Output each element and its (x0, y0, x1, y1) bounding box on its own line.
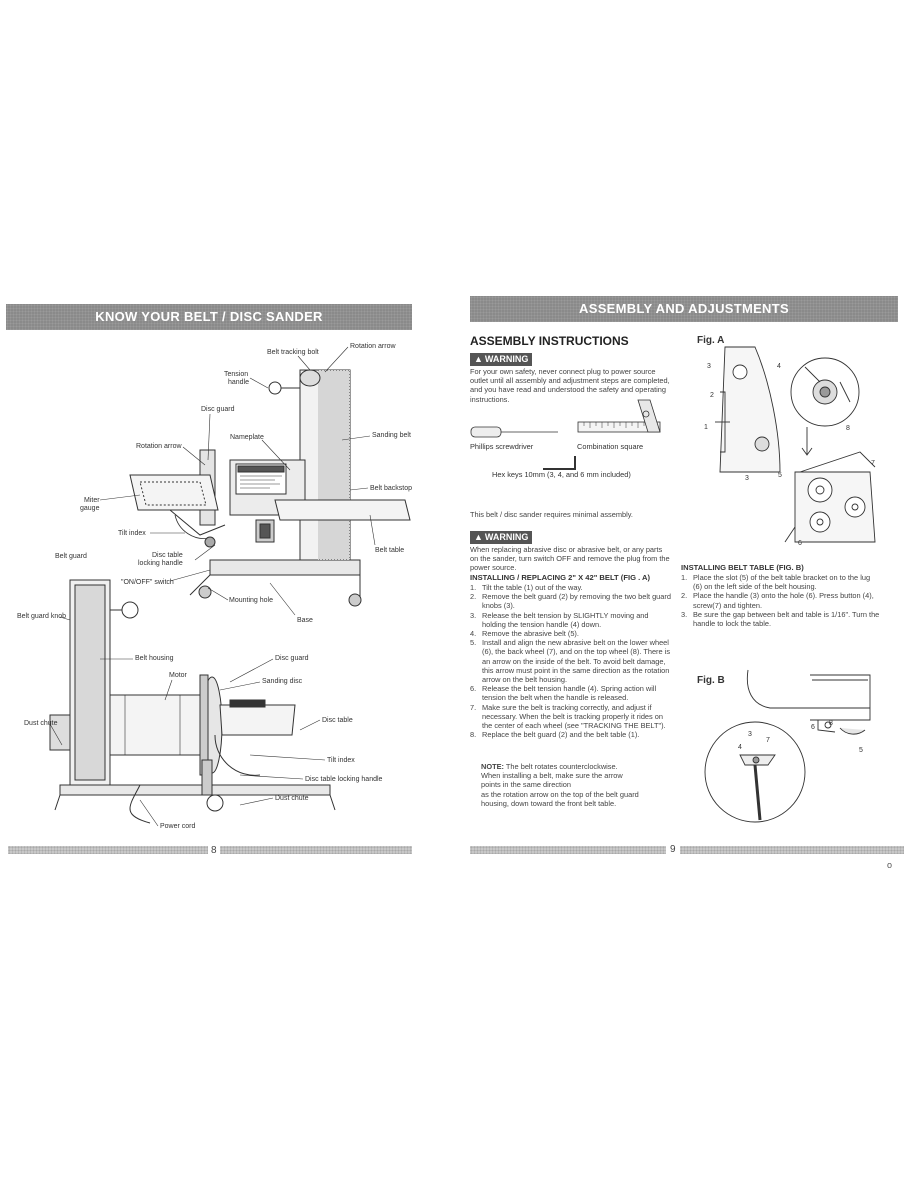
label-tilt-index-bottom: Tilt index (327, 757, 355, 764)
note-line-4: as the rotation arrow on the top of the … (481, 789, 639, 799)
left-footer-bar-left (8, 846, 208, 854)
fig-b-num-8: 8 (829, 720, 833, 727)
warning-label-1: WARNING (484, 354, 529, 364)
left-page-banner: KNOW YOUR BELT / DISC SANDER (6, 304, 412, 330)
label-phillips: Phillips screwdriver (470, 442, 534, 451)
warning-text-1: For your own safety, never connect plug … (470, 367, 670, 404)
left-page-number: 8 (211, 845, 217, 856)
right-footer-bar-right (680, 846, 904, 854)
step-5: 5.Install and align the new abrasive bel… (470, 638, 671, 685)
label-disc-table: Disc table (322, 717, 353, 724)
label-belt-guard-top: Belt guard (55, 553, 87, 560)
install-belt-steps: 1.Tilt the table (1) out of the way. 2.R… (470, 583, 673, 739)
label-sanding-belt: Sanding belt (372, 432, 411, 439)
label-tilt-index-top: Tilt index (118, 530, 146, 537)
label-belt-guard-knob: Belt guard knob (17, 613, 67, 620)
fig-a-num-7: 7 (871, 460, 875, 467)
warning-triangle-icon-2: ▲ (474, 532, 483, 542)
label-disc-table-locking-2: locking handle (138, 560, 183, 567)
belt-table-steps: 1.Place the slot (5) of the belt table b… (681, 573, 881, 628)
step-8: 8.Replace the belt guard (2) and the bel… (470, 730, 640, 740)
fig-a-num-2: 2 (710, 392, 714, 399)
label-base: Base (297, 617, 313, 624)
combination-square-icon (577, 399, 661, 433)
fig-b-label: Fig. B (697, 675, 725, 686)
fig-a-num-4: 4 (777, 363, 781, 370)
step-2: 2.Remove the belt guard (2) by removing … (470, 592, 671, 611)
corner-mark: o (887, 860, 893, 870)
belt-table-step-1: 1.Place the slot (5) of the belt table b… (681, 573, 871, 592)
label-disc-guard-top: Disc guard (201, 406, 235, 413)
fig-b-num-7: 7 (766, 737, 770, 744)
step-1: 1.Tilt the table (1) out of the way. (470, 583, 583, 592)
fig-b-num-6: 6 (811, 724, 815, 731)
note-line-1: The belt rotates counterclockwise. (505, 762, 618, 771)
step-4: 4.Remove the abrasive belt (5). (470, 629, 579, 639)
label-mounting-hole: Mounting hole (229, 597, 273, 604)
right-page-number: 9 (670, 844, 676, 855)
warning-label-2: WARNING (484, 532, 529, 542)
fig-a-num-8: 8 (846, 425, 850, 432)
fig-a-num-6: 6 (798, 540, 802, 547)
label-miter-gauge-2: gauge (80, 505, 100, 512)
fig-b-diagram (704, 669, 871, 823)
label-belt-backstop: Belt backstop (370, 485, 413, 492)
fig-b-num-4: 4 (738, 744, 742, 751)
note-line-3: points in the same direction (481, 780, 571, 790)
sander-side-diagram (49, 579, 336, 824)
step-3: 3.Release the belt tension by SLIGHTLY m… (470, 610, 649, 629)
label-disc-table-locking-1: Disc table (152, 552, 183, 559)
hex-key-icon (543, 456, 576, 470)
label-tension-handle-1: Tension (224, 371, 249, 378)
label-rotation-arrow-left: Rotation arrow (136, 443, 182, 450)
fig-a-num-5: 5 (778, 472, 782, 479)
fig-b-num-3: 3 (748, 731, 752, 738)
label-on-off-switch: "ON/OFF" switch (121, 579, 174, 586)
label-rotation-arrow-top: Rotation arrow (350, 343, 396, 350)
label-dust-chute-right: Dust chute (275, 795, 309, 802)
belt-table-step-3: 3.Be sure the gap between belt and table… (681, 609, 880, 629)
label-disc-table-locking-handle: Disc table locking handle (305, 776, 383, 783)
label-belt-table: Belt table (375, 547, 405, 554)
label-hex-keys: Hex keys 10mm (3, 4, and 6 mm included) (492, 470, 631, 479)
label-dust-chute-left: Dust chute (24, 720, 58, 727)
sander-overview-diagram (129, 369, 411, 607)
belt-table-step-2: 2.Place the handle (3) onto the hole (6)… (681, 591, 874, 610)
label-tension-handle-2: handle (228, 379, 250, 386)
warning-badge-1: ▲WARNING (470, 353, 533, 366)
label-motor: Motor (169, 672, 187, 679)
warning-badge-2: ▲WARNING (470, 531, 533, 544)
note-line-5: housing, down toward the front belt tabl… (481, 798, 617, 808)
belt-table-heading: INSTALLING BELT TABLE (FIG. B) (681, 563, 804, 572)
warning-triangle-icon: ▲ (474, 354, 483, 364)
assembly-heading: ASSEMBLY INSTRUCTIONS (470, 334, 629, 348)
fig-a-num-3a: 3 (707, 363, 711, 370)
phillips-screwdriver-icon (470, 426, 558, 438)
right-footer-bar-left (470, 846, 666, 854)
fig-a-diagram (715, 346, 876, 543)
fig-a-num-3b: 3 (745, 475, 749, 482)
label-disc-guard-bottom: Disc guard (275, 655, 309, 662)
note-label: NOTE: (481, 762, 504, 771)
minimal-assembly-text: This belt / disc sander requires minimal… (470, 510, 633, 519)
step-6: 6.Release the belt tension handle (4). S… (470, 684, 657, 703)
install-belt-heading: INSTALLING / REPLACING 2" X 42" BELT (FI… (470, 573, 651, 582)
warning-text-2: When replacing abrasive disc or abrasive… (470, 545, 670, 573)
label-belt-housing: Belt housing (135, 655, 174, 662)
note-line-2: When installing a belt, make sure the ar… (481, 771, 623, 781)
label-power-cord: Power cord (160, 823, 196, 830)
right-page-banner: ASSEMBLY AND ADJUSTMENTS (470, 296, 898, 322)
fig-b-num-5: 5 (859, 747, 863, 754)
label-sanding-disc: Sanding disc (262, 678, 303, 685)
fig-a-num-1: 1 (704, 424, 708, 431)
label-nameplate: Nameplate (230, 434, 264, 441)
left-footer-bar-right (220, 846, 412, 854)
step-7: 7.Make sure the belt is tracking correct… (470, 702, 666, 731)
label-belt-tracking-bolt: Belt tracking bolt (267, 349, 319, 356)
label-combination-square: Combination square (577, 442, 644, 451)
fig-a-label: Fig. A (697, 335, 725, 346)
label-miter-gauge-1: Miter (84, 497, 100, 504)
note-block: NOTE: The belt rotates counterclockwise.… (481, 762, 671, 808)
